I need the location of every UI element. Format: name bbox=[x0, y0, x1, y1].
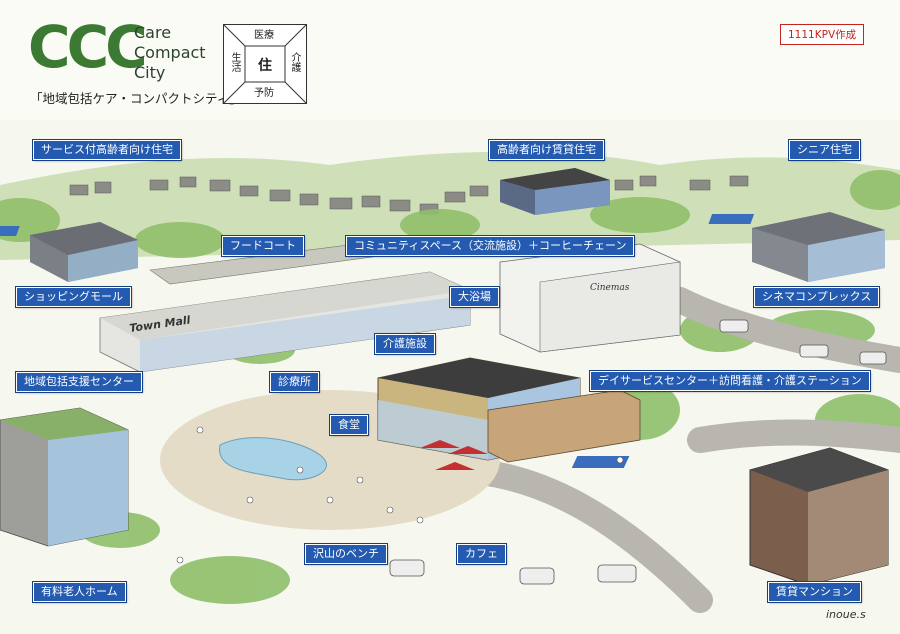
nursing-home-building bbox=[0, 407, 129, 547]
label-many-benches: 沢山のベンチ bbox=[304, 543, 388, 565]
elderly-rental-building bbox=[500, 168, 610, 215]
label-cinema-complex: シネマコンプレックス bbox=[752, 286, 881, 308]
label-nursing-home: 有料老人ホーム bbox=[32, 581, 127, 603]
people bbox=[176, 426, 624, 564]
label-care-facility: 介護施設 bbox=[374, 333, 436, 355]
label-senior-housing: シニア住宅 bbox=[788, 139, 861, 161]
logo-word-city: City bbox=[134, 63, 166, 82]
logo-word-compact: Compact bbox=[134, 43, 206, 62]
care-diagram-lines bbox=[222, 23, 308, 105]
label-elderly-rental-housing: 高齢者向け賃貸住宅 bbox=[488, 139, 605, 161]
label-cafe: カフェ bbox=[456, 543, 507, 565]
label-service-senior-housing: サービス付高齢者向け住宅 bbox=[32, 139, 182, 161]
distant-hills bbox=[0, 151, 900, 260]
service-senior-housing-building bbox=[0, 222, 138, 282]
author-badge: 1111KPV作成 bbox=[780, 24, 865, 45]
cars bbox=[389, 319, 887, 585]
diagram-left: 生活 bbox=[229, 52, 240, 72]
rental-apartment-building bbox=[571, 447, 889, 586]
senior-housing-building bbox=[708, 212, 885, 282]
diagram-top: 医療 bbox=[254, 30, 274, 41]
care-diagram: 医療 生活 介護 予防 住 bbox=[222, 23, 308, 105]
label-community-support-center: 地域包括支援センター bbox=[15, 371, 143, 393]
label-public-bath: 大浴場 bbox=[449, 286, 500, 308]
shopping-mall-building: Town Mall bbox=[99, 271, 471, 373]
cafe-umbrellas bbox=[420, 440, 488, 470]
label-rental-apartment: 賃貸マンション bbox=[767, 581, 862, 603]
ccc-logo: CCC bbox=[28, 13, 148, 81]
far-houses bbox=[69, 175, 749, 215]
cinema-sign: Cinemas bbox=[590, 283, 630, 293]
logo-word-care: Care bbox=[134, 23, 172, 42]
label-food-court: フードコート bbox=[221, 235, 305, 257]
cinema-building: Cinemas bbox=[499, 243, 681, 353]
diagram-right: 介護 bbox=[289, 52, 300, 72]
label-day-service-center: デイサービスセンター＋訪問看護・介護ステーション bbox=[589, 370, 871, 392]
label-clinic: 診療所 bbox=[269, 371, 320, 393]
label-community-space: コミュニティスペース（交流施設）＋コーヒーチェーン bbox=[344, 235, 636, 257]
artist-signature: inoue.s bbox=[826, 608, 866, 621]
diagram-bottom: 予防 bbox=[254, 88, 274, 99]
page-subtitle: 「地域包括ケア・コンパクトシティ」 bbox=[30, 91, 242, 106]
label-cafeteria: 食堂 bbox=[329, 414, 369, 436]
label-shopping-mall: ショッピングモール bbox=[15, 286, 132, 308]
diagram-center: 住 bbox=[258, 58, 272, 74]
